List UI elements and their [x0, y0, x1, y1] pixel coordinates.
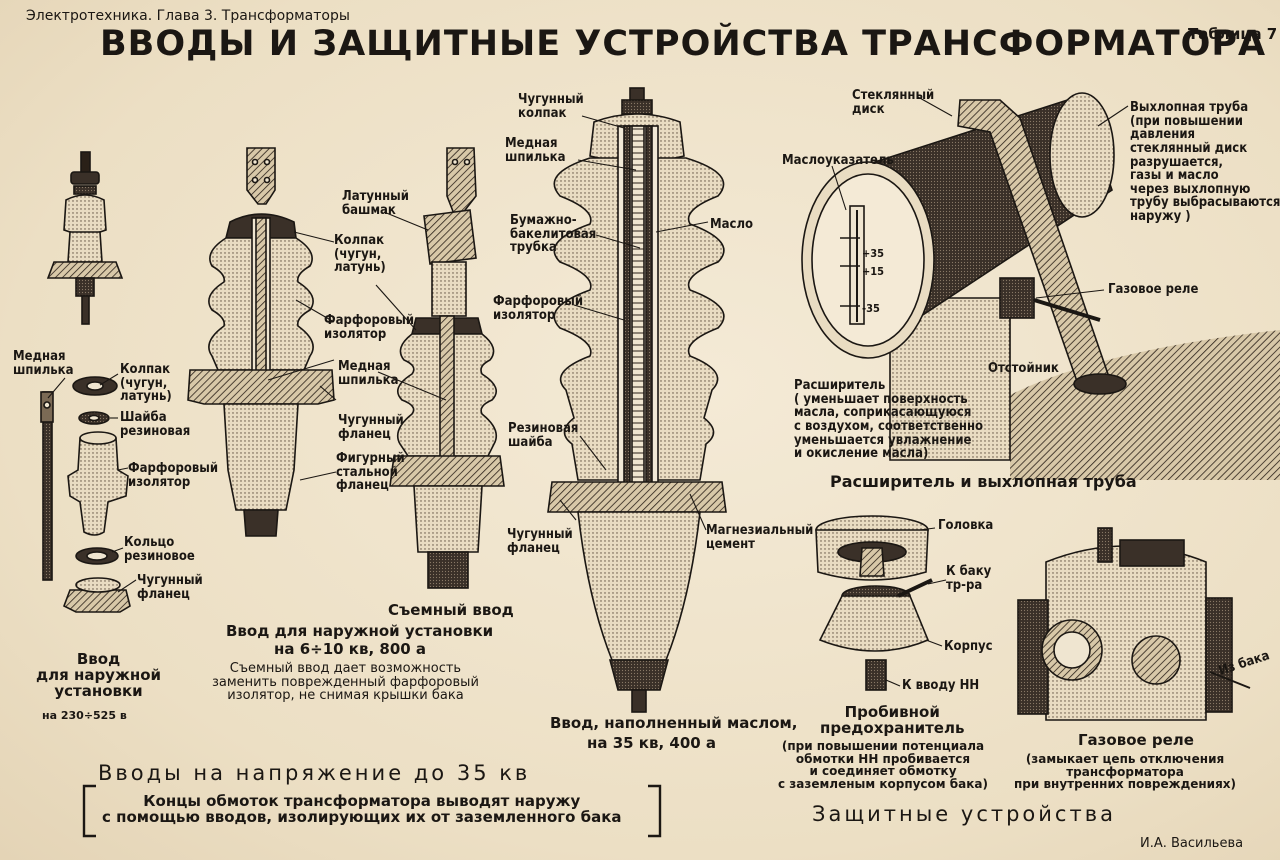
label-fuse-head: Головка	[938, 518, 994, 533]
removable-bushing-drawing	[389, 147, 505, 589]
label-small-porcelain: Фарфоровый изолятор	[128, 461, 219, 490]
caption-small-bushing: Ввод для наружной установки	[36, 650, 162, 700]
section-note-bushings: Концы обмоток трансформатора выводят нар…	[102, 792, 622, 826]
label-outdoor-cap: Колпак (чугун, латунь)	[334, 233, 386, 276]
label-oil-copper-stud: Медная шпилька	[505, 136, 566, 165]
caption-gas-relay: Газовое реле	[1078, 731, 1194, 749]
label-small-cap: Колпак (чугун, латунь)	[120, 362, 172, 405]
small-bushing-assembled	[46, 151, 124, 325]
label-glass-disk: Стеклянный диск	[852, 88, 935, 117]
label-gas-relay-top: Газовое реле	[1108, 282, 1199, 297]
label-fuse-body: Корпус	[944, 639, 993, 654]
label-oil-oil: Масло	[710, 217, 754, 232]
label-outdoor-steel-flange: Фигурный стальной фланец	[336, 451, 405, 494]
gas-relay-drawing	[1017, 527, 1251, 721]
caption-oil-bushing-voltage: на 35 кв, 400 а	[587, 734, 717, 752]
label-conservator: Расширитель ( уменьшает поверхность масл…	[794, 378, 984, 462]
scale-mark-plus35: +35	[862, 247, 885, 260]
label-oil-magnesia-cement: Магнезиальный цемент	[706, 523, 814, 552]
label-oil-gauge: Маслоуказатель	[782, 153, 894, 168]
caption-outdoor-bushing: Ввод для наружной установки	[226, 622, 494, 640]
label-small-rubber-ring: Кольцо резиновое	[124, 535, 195, 564]
label-outdoor-copper-stud: Медная шпилька	[338, 359, 399, 388]
caption-small-bushing-voltage: на 230÷525 в	[42, 709, 127, 722]
label-oil-iron-flange: Чугунный фланец	[507, 527, 573, 556]
section-title-bushings: Вводы на напряжение до 35 кв	[98, 761, 531, 785]
caption-oil-bushing: Ввод, наполненный маслом,	[550, 714, 798, 732]
label-small-copper-stud: Медная шпилька	[13, 349, 74, 378]
label-sump: Отстойник	[988, 361, 1059, 376]
caption-outdoor-bushing-voltage: на 6÷10 кв, 800 а	[274, 640, 427, 658]
label-oil-porcelain: Фарфоровый изолятор	[493, 294, 584, 323]
breakdown-fuse-drawing	[815, 515, 933, 691]
small-bushing-exploded	[40, 376, 131, 613]
caption-breakdown-fuse: Пробивной предохранитель	[820, 703, 965, 737]
caption-outdoor-bushing-note: Съемный ввод дает возможность заменить п…	[212, 661, 479, 704]
leader-lines	[47, 96, 1129, 838]
label-oil-paper-tube: Бумажно- бакелитовая трубка	[510, 213, 597, 256]
author: И.А. Васильева	[1140, 836, 1244, 851]
label-small-iron-flange: Чугунный фланец	[137, 573, 203, 602]
caption-gas-relay-note: (замыкает цепь отключения трансформатора…	[1014, 752, 1237, 792]
scale-mark-plus15: +15	[862, 265, 885, 278]
label-fuse-to-tank: К баку тр-ра	[946, 564, 992, 593]
label-oil-rubber-washer: Резиновая шайба	[508, 421, 579, 450]
label-exhaust-pipe: Выхлопная труба (при повышении давления …	[1130, 100, 1280, 225]
breadcrumb: Электротехника. Глава 3. Трансформаторы	[26, 8, 350, 24]
caption-conservator: Расширитель и выхлопная труба	[830, 472, 1137, 491]
label-outdoor-porcelain: Фарфоровый изолятор	[324, 313, 415, 342]
label-brass-shoe: Латунный башмак	[342, 189, 409, 218]
conservator-drawing	[801, 92, 1280, 480]
label-fuse-to-lv: К вводу НН	[902, 678, 980, 693]
oil-bushing-drawing	[547, 87, 727, 713]
label-outdoor-iron-flange: Чугунный фланец	[338, 413, 404, 442]
label-oil-iron-cap: Чугунный колпак	[518, 92, 584, 121]
scale-mark-minus35: -35	[862, 302, 880, 315]
page-title: ВВОДЫ И ЗАЩИТНЫЕ УСТРОЙСТВА ТРАНСФОРМАТО…	[100, 24, 1267, 64]
table-number: Таблица 7	[1188, 25, 1278, 43]
label-small-rubber-washer: Шайба резиновая	[120, 410, 191, 439]
caption-breakdown-fuse-note: (при повышении потенциала обмотки НН про…	[778, 739, 988, 791]
caption-removable-bushing: Съемный ввод	[388, 601, 514, 619]
outdoor-bushing-drawing	[187, 147, 335, 537]
section-title-protection: Защитные устройства	[812, 802, 1116, 826]
